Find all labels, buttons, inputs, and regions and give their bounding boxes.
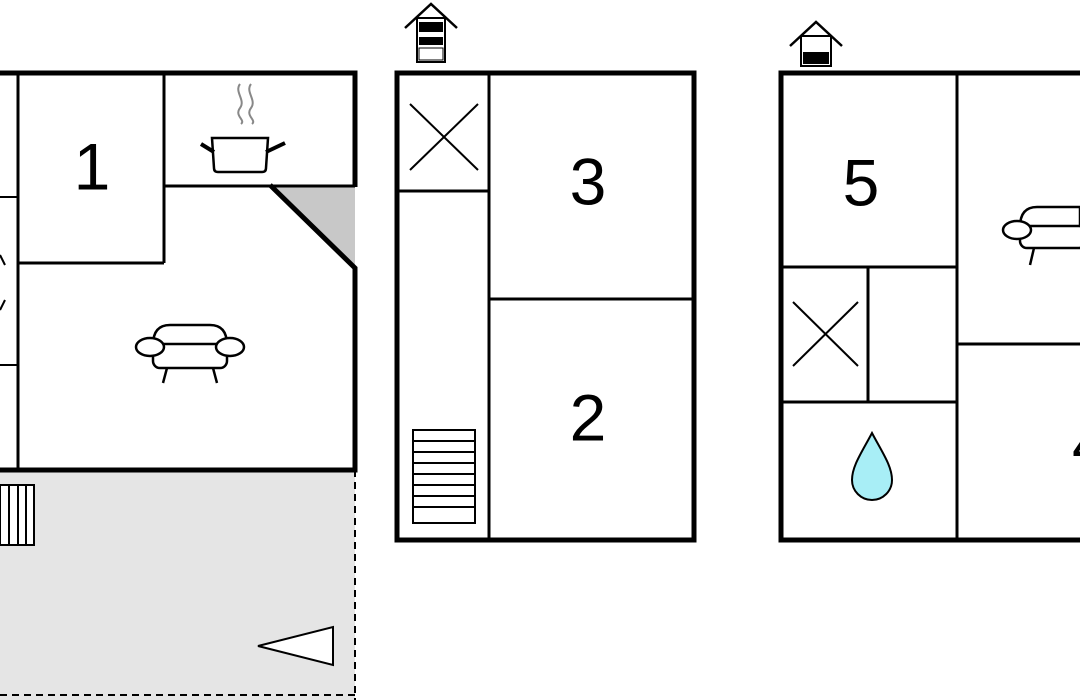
cross-icon: [792, 301, 859, 367]
left-cross-fragment-b: [0, 299, 6, 311]
first-floor-plan: 3 2: [394, 2, 697, 543]
room-4-label: 4: [1072, 406, 1080, 480]
stairs-icon: [0, 484, 35, 546]
room-1-label: 1: [74, 129, 111, 203]
ground-floor-plan: 1: [0, 70, 358, 700]
terrace-area: [0, 470, 355, 700]
room-3-label: 3: [570, 144, 607, 218]
ground-floor-diagonal-wall: [0, 183, 358, 473]
room-5-label: 5: [843, 145, 880, 219]
room-2-label: 2: [570, 380, 607, 454]
house-floor-icon: [789, 20, 843, 67]
left-cross-fragment-a: [0, 254, 6, 266]
second-floor-outer-wall: [778, 70, 1080, 543]
second-floor-plan: 5 4: [778, 20, 1080, 543]
ground-floor-outer-wall: [0, 70, 358, 187]
cross-icon: [409, 103, 479, 171]
stairs-icon: [412, 429, 476, 524]
house-floor-icon: [404, 2, 458, 63]
first-floor-outer-wall: [394, 70, 697, 543]
sofa-icon: [1001, 205, 1080, 266]
entrance-arrow-icon: [257, 625, 334, 667]
sofa-icon: [134, 323, 246, 384]
cooking-pot-icon: [199, 83, 286, 174]
water-drop-icon: [850, 430, 894, 502]
